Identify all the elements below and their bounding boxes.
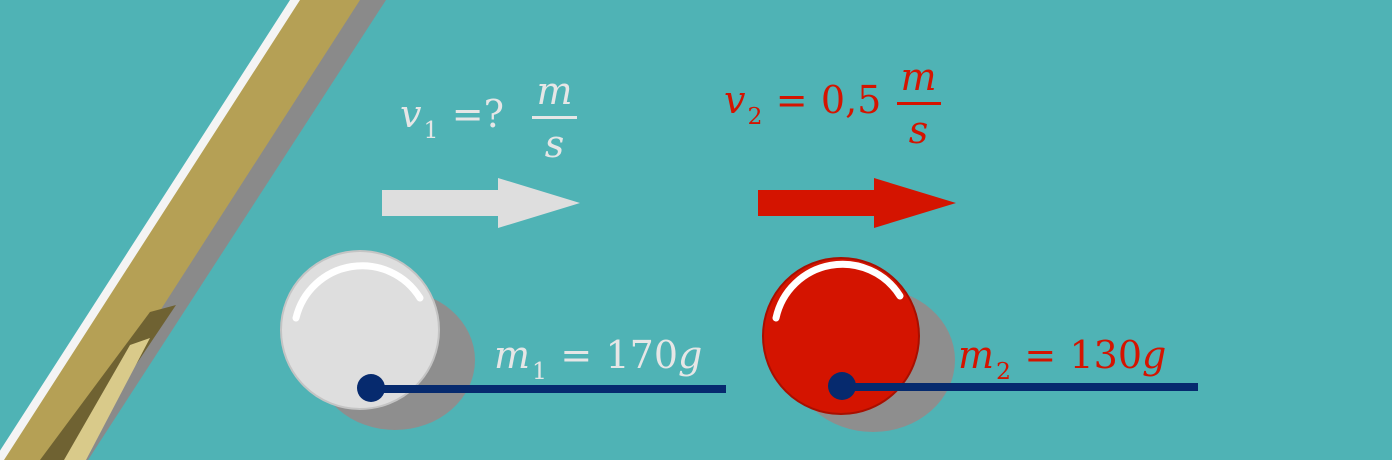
velocity-arrow-ball-2 xyxy=(758,178,956,228)
velocity-1-subscript: 1 xyxy=(423,115,439,144)
mass-1-label: m1 = 170g xyxy=(494,333,703,385)
cue-tip-light xyxy=(64,338,150,460)
mass-1-operator: = xyxy=(560,333,593,377)
ball-1-center xyxy=(357,374,385,402)
velocity-1-unit-numerator: m xyxy=(536,69,573,113)
ball-1-body xyxy=(280,250,440,410)
mass-2-symbol: m xyxy=(958,333,995,377)
velocity-2-unit-denominator: s xyxy=(908,108,929,152)
velocity-arrow-ball-1 xyxy=(382,178,580,228)
velocity-2-value: 0,5 xyxy=(820,78,882,122)
velocity-1-operator: =? xyxy=(451,92,504,136)
velocity-2-symbol: v xyxy=(724,78,746,122)
ball-2 xyxy=(762,257,1198,432)
mass-1-symbol: m xyxy=(494,333,531,377)
mass-2-label: m2 = 130g xyxy=(958,333,1167,385)
velocity-1-symbol: v xyxy=(400,92,422,136)
ball-2-gloss xyxy=(772,260,904,322)
ball-2-body xyxy=(762,257,920,415)
ball-1 xyxy=(280,250,726,430)
cue-stick xyxy=(0,0,386,460)
mass-1-value: 170 xyxy=(605,333,678,377)
cue-highlight xyxy=(0,0,300,460)
velocity-2-operator: = xyxy=(775,78,808,122)
mass-1-unit: g xyxy=(678,333,703,377)
velocity-1-unit-denominator: s xyxy=(544,122,565,166)
ball-1-gloss xyxy=(292,262,424,322)
mass-2-unit: g xyxy=(1142,333,1167,377)
mass-2-value: 130 xyxy=(1069,333,1142,377)
mass-1-subscript: 1 xyxy=(532,356,548,385)
velocity-2-fraction-bar xyxy=(896,102,941,105)
velocity-2-subscript: 2 xyxy=(747,101,763,130)
mass-2-subscript: 2 xyxy=(996,356,1012,385)
velocity-1-fraction-bar xyxy=(532,116,577,119)
velocity-2-unit-numerator: m xyxy=(900,55,937,99)
ball-2-center xyxy=(828,372,856,400)
mass-2-operator: = xyxy=(1024,333,1057,377)
cue-body xyxy=(0,0,360,460)
